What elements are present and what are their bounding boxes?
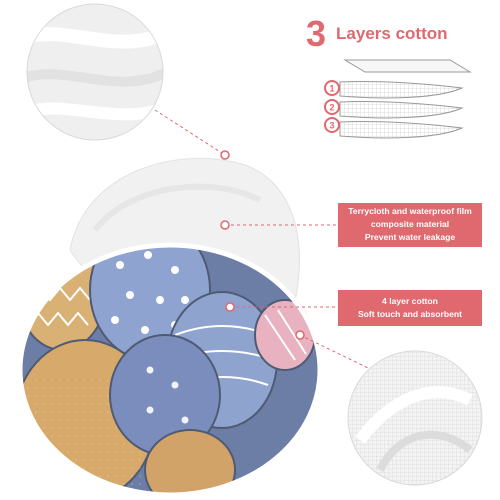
connector-lines xyxy=(154,109,369,369)
easter-egg-print-layer xyxy=(20,245,320,495)
heading: 3 Layers cotton xyxy=(306,16,448,52)
callout-line: Prevent water leakage xyxy=(364,232,456,242)
callout-line: composite material xyxy=(370,219,450,229)
callout-line: Terrycloth and waterproof film xyxy=(348,206,472,216)
heading-number: 3 xyxy=(306,13,327,54)
layer-marker-2: 2 xyxy=(329,103,334,113)
muslin-texture-zoom xyxy=(347,350,483,486)
layer-markers: 1 2 3 xyxy=(324,80,340,133)
callout-cotton: 4 layer cotton Soft touch and absorbent xyxy=(338,290,482,326)
callout-terrycloth: Terrycloth and waterproof film composite… xyxy=(338,203,482,247)
layers-diagram xyxy=(339,59,472,139)
callout-line: 4 layer cotton xyxy=(382,296,438,306)
terry-texture-zoom xyxy=(26,3,164,141)
layer-marker-1: 1 xyxy=(329,84,334,94)
layer-marker-3: 3 xyxy=(329,121,334,131)
heading-text: Layers cotton xyxy=(336,24,448,43)
connector-dots xyxy=(220,150,305,340)
callout-line: Soft touch and absorbent xyxy=(357,309,463,319)
